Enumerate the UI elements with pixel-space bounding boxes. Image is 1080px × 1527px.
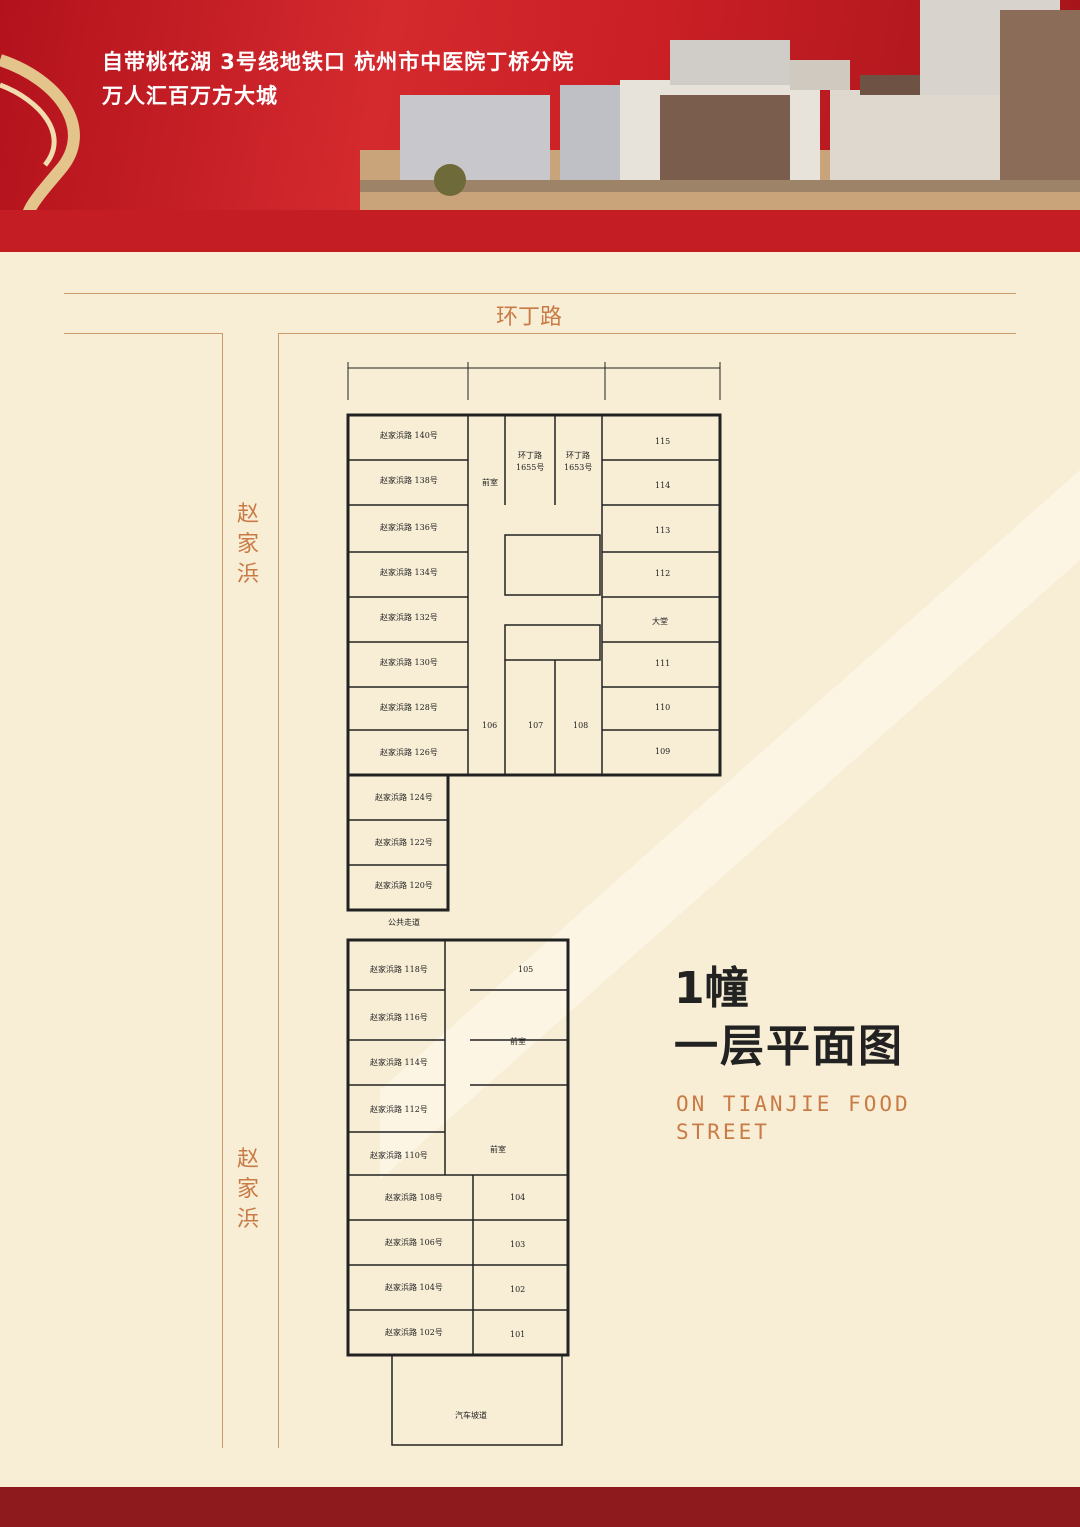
unit-114-lower: 赵家浜路 114号 bbox=[370, 1057, 428, 1067]
unit-103: 103 bbox=[510, 1240, 525, 1249]
unit-130: 赵家浜路 130号 bbox=[380, 657, 438, 667]
unit-1655: 环丁路 bbox=[518, 450, 542, 460]
upper-block-outline bbox=[346, 413, 722, 777]
building-rendering bbox=[360, 0, 1080, 215]
unit-111: 111 bbox=[655, 659, 670, 668]
unit-112: 112 bbox=[655, 569, 670, 578]
unit-108-lower: 赵家浜路 108号 bbox=[385, 1192, 443, 1202]
unit-1653: 环丁路 bbox=[566, 450, 590, 460]
english-title-line-2: STREET bbox=[676, 1120, 770, 1144]
unit-101: 101 bbox=[510, 1330, 525, 1339]
unit-132: 赵家浜路 132号 bbox=[380, 612, 438, 622]
floor-plan: 赵家浜路 140号 赵家浜路 138号 赵家浜路 136号 赵家浜路 134号 … bbox=[346, 362, 722, 1446]
ramp-outline bbox=[391, 1354, 563, 1446]
footer-band bbox=[0, 1487, 1080, 1527]
lower-block-outline bbox=[346, 938, 570, 1357]
road-label-top: 环丁路 bbox=[496, 305, 563, 330]
unit-136: 赵家浜路 136号 bbox=[380, 522, 438, 532]
car-ramp: 汽车坡道 bbox=[455, 1410, 487, 1420]
road-left-line-2 bbox=[278, 333, 279, 1448]
road-top-line-2b bbox=[278, 333, 1016, 334]
unit-140: 赵家浜路 140号 bbox=[380, 430, 438, 440]
unit-138: 赵家浜路 138号 bbox=[380, 475, 438, 485]
unit-109: 109 bbox=[655, 747, 670, 756]
front-room-lower-1: 前室 bbox=[510, 1036, 526, 1046]
unit-124: 赵家浜路 124号 bbox=[375, 792, 433, 802]
unit-106: 106 bbox=[482, 721, 497, 730]
banner-bottom-band bbox=[0, 210, 1080, 252]
unit-126: 赵家浜路 126号 bbox=[380, 747, 438, 757]
unit-134: 赵家浜路 134号 bbox=[380, 567, 438, 577]
unit-116: 赵家浜路 116号 bbox=[370, 1012, 428, 1022]
english-title-line-1: ON TIANJIE FOOD bbox=[676, 1092, 911, 1116]
unit-1653-num: 1653号 bbox=[564, 463, 592, 472]
banner-line-2: 万人汇百万方大城 bbox=[102, 84, 278, 108]
front-room-lower-2: 前室 bbox=[490, 1144, 506, 1154]
road-top-line-2a bbox=[64, 333, 222, 334]
header-banner: 自带桃花湖 3号线地铁口 杭州市中医院丁桥分院 万人汇百万方大城 bbox=[0, 0, 1080, 252]
unit-106-lower: 赵家浜路 106号 bbox=[385, 1237, 443, 1247]
front-room-upper: 前室 bbox=[482, 477, 498, 487]
unit-102-lower: 赵家浜路 102号 bbox=[385, 1327, 443, 1337]
upper-block-extension bbox=[346, 773, 450, 912]
unit-102: 102 bbox=[510, 1285, 525, 1294]
unit-114: 114 bbox=[655, 481, 670, 490]
unit-104-lower: 赵家浜路 104号 bbox=[385, 1282, 443, 1292]
unit-107: 107 bbox=[528, 721, 543, 730]
unit-lobby: 大堂 bbox=[652, 616, 668, 626]
unit-113: 113 bbox=[655, 526, 670, 535]
floor-plan-title: 一层平面图 bbox=[674, 1021, 904, 1072]
unit-1655-num: 1655号 bbox=[516, 463, 544, 472]
unit-108: 108 bbox=[573, 721, 588, 730]
unit-115: 115 bbox=[655, 437, 670, 446]
public-walkway: 公共走道 bbox=[388, 917, 420, 927]
road-left-line-1 bbox=[222, 333, 223, 1448]
unit-120: 赵家浜路 120号 bbox=[375, 880, 433, 890]
unit-128: 赵家浜路 128号 bbox=[380, 702, 438, 712]
unit-122: 赵家浜路 122号 bbox=[375, 837, 433, 847]
banner-line-1: 自带桃花湖 3号线地铁口 杭州市中医院丁桥分院 bbox=[102, 50, 575, 74]
unit-112-lower: 赵家浜路 112号 bbox=[370, 1104, 428, 1114]
road-top-line-1 bbox=[64, 293, 1016, 294]
unit-110-lower: 赵家浜路 110号 bbox=[370, 1150, 428, 1160]
unit-110: 110 bbox=[655, 703, 670, 712]
unit-118: 赵家浜路 118号 bbox=[370, 964, 428, 974]
road-label-left-upper: 赵家浜 bbox=[236, 502, 259, 587]
building-title: 1幢 bbox=[674, 963, 749, 1014]
unit-105: 105 bbox=[518, 965, 533, 974]
unit-104: 104 bbox=[510, 1193, 525, 1202]
road-label-left-lower: 赵家浜 bbox=[236, 1147, 259, 1232]
